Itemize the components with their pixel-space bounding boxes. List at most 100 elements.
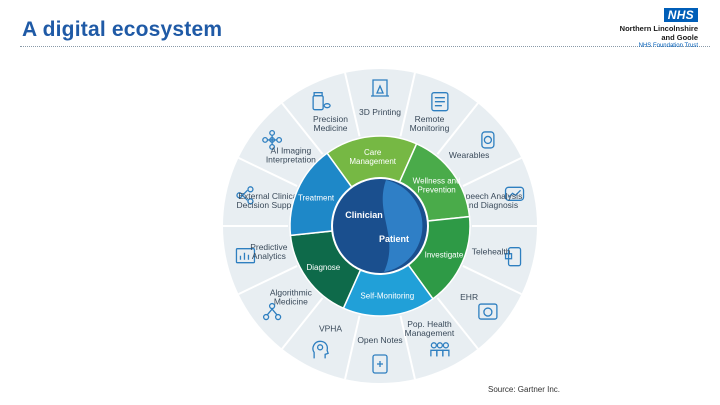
network-icon — [262, 130, 283, 150]
outer-divider — [238, 156, 298, 187]
icon-shape — [430, 342, 438, 349]
icon-shape — [312, 340, 329, 359]
outer-divider — [436, 102, 479, 155]
outer-label-line: Algorithmic — [270, 288, 313, 298]
logo-org-line1: Northern Lincolnshire — [619, 24, 698, 33]
inner-label: Self-Monitoring — [360, 292, 414, 301]
inner-label-line: Diagnose — [306, 263, 340, 272]
outer-label-line: Predictive — [250, 242, 288, 252]
outer-segment: Open Notes — [357, 335, 403, 374]
outer-segment: VPHA — [312, 324, 342, 359]
icon-shape — [507, 247, 522, 267]
outer-label-line: Management — [405, 328, 455, 338]
population-icon — [430, 342, 450, 357]
icon-shape — [268, 302, 276, 310]
outer-label-line: Medicine — [274, 297, 308, 307]
outer-divider — [462, 156, 522, 187]
outer-label-line: Speech Analysis — [460, 191, 522, 201]
outer-label-line: Monitoring — [410, 123, 450, 133]
icon-shape — [313, 92, 323, 97]
printer-3d-icon — [371, 79, 389, 97]
outer-segment: 3D Printing — [359, 79, 401, 117]
ehr-icon — [478, 303, 498, 320]
icon-shape — [478, 303, 498, 320]
icon-shape — [247, 186, 254, 193]
outer-label: Open Notes — [357, 335, 402, 345]
outer-label-line: Decision Support — [236, 200, 301, 210]
icon-shape — [431, 92, 449, 112]
remote-monitoring-icon — [431, 92, 449, 112]
outer-divider — [462, 265, 522, 296]
icon-shape — [274, 313, 282, 321]
outer-label: Telehealth — [472, 246, 511, 256]
outer-label-line: Precision — [313, 114, 348, 124]
outer-label-line: External Clinical — [238, 191, 299, 201]
outer-label-line: Telehealth — [472, 246, 511, 256]
icon-shape — [242, 189, 248, 201]
medicine-bottle-icon — [312, 92, 331, 111]
outer-label-line: 3D Printing — [359, 107, 401, 117]
logo-org-line2: and Goole — [661, 33, 698, 42]
icon-shape — [504, 186, 525, 201]
outer-divider — [281, 297, 324, 350]
outer-segment: EHR — [460, 292, 498, 320]
outer-divider — [399, 315, 416, 380]
outer-divider — [399, 72, 416, 137]
nhs-badge: NHS — [663, 8, 698, 22]
outer-label-line: Open Notes — [357, 335, 402, 345]
speech-chart-icon — [504, 186, 525, 201]
telehealth-icon — [504, 247, 522, 267]
inner-label: Investigate — [425, 250, 464, 259]
icon-shape — [376, 84, 384, 94]
outer-label-line: EHR — [460, 292, 478, 302]
icon-shape — [267, 134, 278, 145]
patient-shape — [382, 180, 423, 272]
icon-shape — [247, 198, 254, 205]
inner-label-line: Care — [364, 148, 382, 157]
inner-label: Diagnose — [306, 263, 340, 272]
icon-shape — [316, 344, 324, 351]
inner-label-line: Wellness and — [413, 176, 461, 185]
patient-label: Patient — [379, 234, 409, 244]
outer-label: 3D Printing — [359, 107, 401, 117]
decision-tree-icon — [236, 186, 254, 205]
icon-shape — [372, 354, 388, 374]
outer-label: EHR — [460, 292, 478, 302]
outer-divider — [281, 102, 324, 155]
source-note: Source: Gartner Inc. — [488, 385, 561, 394]
outer-label-line: Remote — [415, 114, 445, 124]
outer-label-line: Analytics — [252, 251, 286, 261]
algorithm-icon — [262, 302, 282, 321]
outer-label-line: Interpretation — [266, 154, 316, 164]
icon-shape — [434, 97, 445, 107]
icon-shape — [371, 79, 389, 97]
icon-shape — [483, 307, 493, 317]
outer-label-line: Wearables — [449, 150, 489, 160]
outer-label: Wearables — [449, 150, 489, 160]
page-title: A digital ecosystem — [22, 18, 223, 41]
inner-label-line: Self-Monitoring — [360, 292, 414, 301]
smartwatch-icon — [481, 131, 495, 149]
nhs-logo: NHS Northern Lincolnshire and Goole NHS … — [620, 6, 698, 50]
notes-icon — [372, 354, 388, 374]
clinician-label: Clinician — [345, 210, 383, 220]
outer-divider — [344, 72, 361, 137]
icon-shape — [266, 308, 278, 316]
icon-shape — [377, 361, 383, 367]
icon-shape — [262, 313, 270, 321]
inner-label-line: Treatment — [298, 194, 335, 203]
inner-label: Treatment — [298, 194, 335, 203]
outer-divider — [344, 315, 361, 380]
icon-shape — [483, 135, 493, 145]
outer-divider — [238, 265, 298, 296]
